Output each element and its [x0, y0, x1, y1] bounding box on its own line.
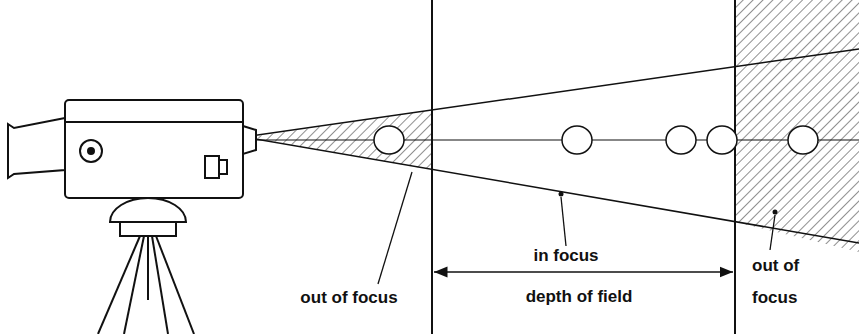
- camera: [8, 100, 256, 334]
- region-label: in focus: [531, 246, 600, 266]
- near-limit: [431, 0, 433, 334]
- cone-upper: [250, 49, 859, 136]
- region-label: out of focus: [750, 250, 816, 314]
- cone-lower: [250, 138, 859, 243]
- leader-dot: [559, 192, 564, 197]
- optical-axis: [250, 139, 859, 140]
- leader-dot: [773, 210, 778, 215]
- leader-lines: [378, 172, 775, 284]
- dimension-label: depth of field: [524, 287, 635, 307]
- dimension-arrow: [434, 271, 733, 273]
- far-limit: [734, 0, 736, 334]
- far-hatch: [735, 0, 859, 252]
- objects: [374, 126, 818, 154]
- region-label: out of focus: [298, 288, 399, 308]
